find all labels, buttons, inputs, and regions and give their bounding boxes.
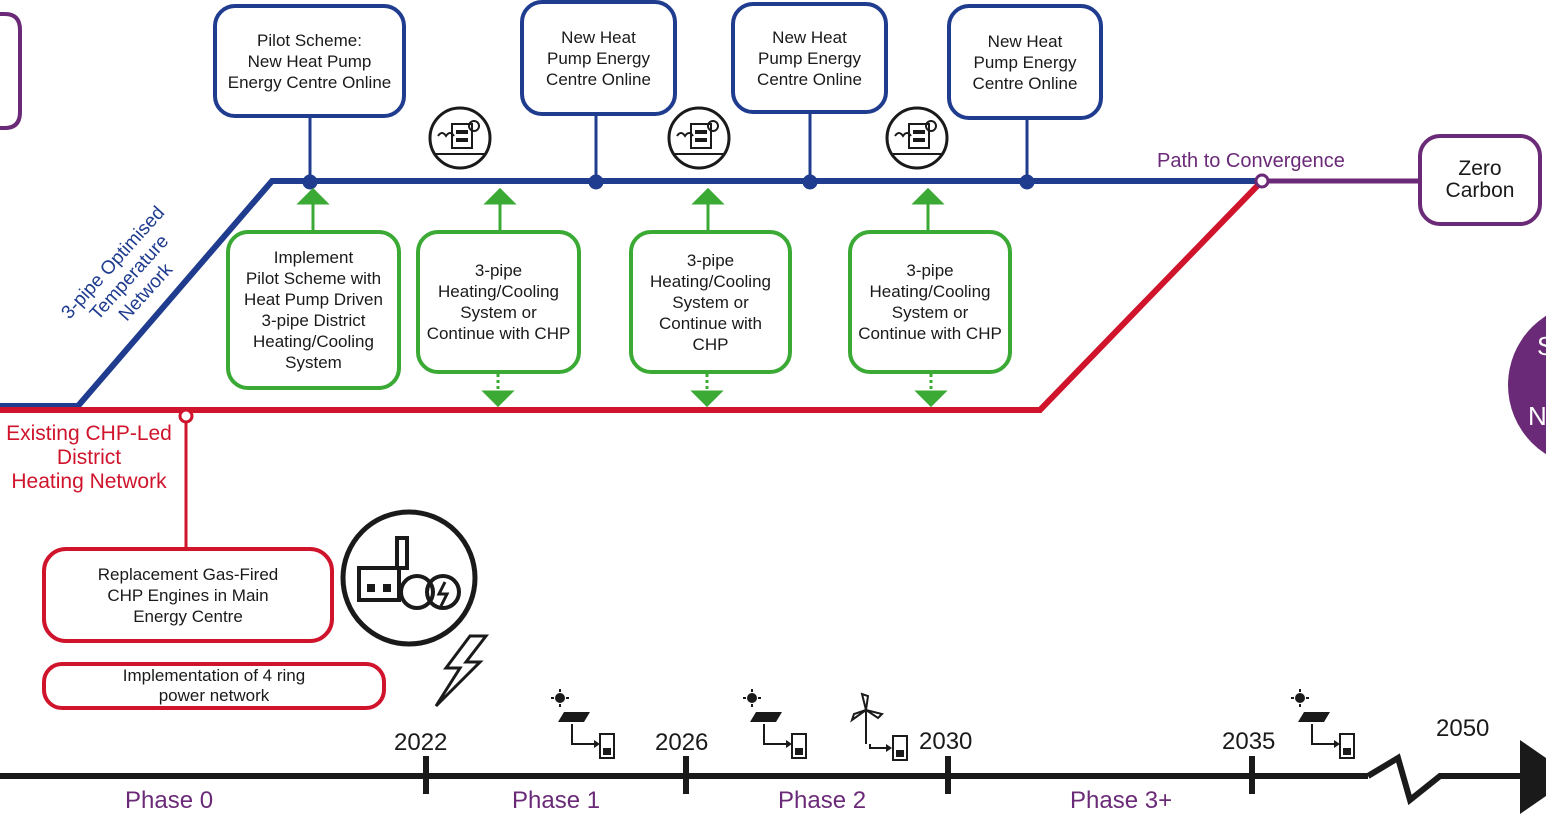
solar-battery-icon [1291, 689, 1355, 759]
phase-label: Phase 2 [778, 787, 867, 814]
zero-carbon-box: Zero Carbon [1418, 134, 1542, 226]
blue-node [802, 174, 818, 190]
heat-pump-energy-centre-box: New Heat Pump Energy Centre Online [947, 4, 1103, 120]
power-network-box: Implementation of 4 ring power network [42, 662, 386, 710]
green-arrow-up [691, 187, 725, 205]
phase-label: Phase 0 [125, 787, 214, 814]
solar-battery-icon [551, 689, 615, 759]
timeline-break [1366, 753, 1522, 806]
year-label: 2030 [919, 728, 973, 755]
red-node [178, 408, 194, 424]
timeline-arrow-icon [1520, 740, 1546, 814]
blue-node [1019, 174, 1035, 190]
green-arrow-down [914, 390, 948, 408]
convergence-node [1254, 173, 1270, 189]
year-label: 2026 [655, 729, 709, 756]
pilot-scheme-box: Implement Pilot Scheme with Heat Pump Dr… [226, 230, 401, 390]
svg-text:N: N [1528, 401, 1546, 431]
partial-purple-box [0, 12, 22, 130]
red-network-line [0, 178, 1265, 413]
green-arrow-up [911, 187, 945, 205]
year-label: 2035 [1222, 728, 1276, 755]
green-arrow-down [690, 390, 724, 408]
pilot-energy-centre-box: Pilot Scheme: New Heat Pump Energy Centr… [213, 4, 406, 118]
blue-network-line [0, 178, 1262, 409]
red-network-label: Existing CHP-Led District Heating Networ… [6, 422, 172, 493]
chp-energy-centre-icon [340, 509, 478, 647]
blue-node [302, 174, 318, 190]
heat-pump-icon [667, 106, 731, 170]
phase-label: Phase 3+ [1070, 787, 1173, 814]
heat-pump-energy-centre-box: New Heat Pump Energy Centre Online [520, 0, 677, 116]
green-arrow-up [483, 187, 517, 205]
phase-label: Phase 1 [512, 787, 601, 814]
solar-battery-icon [743, 689, 807, 759]
green-arrow-down [481, 390, 515, 408]
heating-cooling-option-box: 3-pipe Heating/Cooling System or Continu… [629, 230, 792, 374]
heat-pump-icon [428, 106, 492, 170]
blue-node [588, 174, 604, 190]
svg-text:S: S [1537, 331, 1546, 361]
chp-replacement-box: Replacement Gas-Fired CHP Engines in Mai… [42, 547, 334, 643]
heat-pump-icon [885, 106, 949, 170]
year-label: 2022 [394, 729, 448, 756]
year-label: 2050 [1436, 715, 1490, 742]
wind-battery-icon [850, 692, 908, 761]
green-arrow-up [296, 187, 330, 205]
heat-pump-energy-centre-box: New Heat Pump Energy Centre Online [731, 2, 888, 114]
heating-cooling-option-box: 3-pipe Heating/Cooling System or Continu… [416, 230, 581, 374]
partial-purple-circle [1508, 315, 1546, 455]
heating-cooling-option-box: 3-pipe Heating/Cooling System or Continu… [848, 230, 1012, 374]
lightning-icon [434, 634, 490, 708]
convergence-label: Path to Convergence [1157, 150, 1345, 172]
